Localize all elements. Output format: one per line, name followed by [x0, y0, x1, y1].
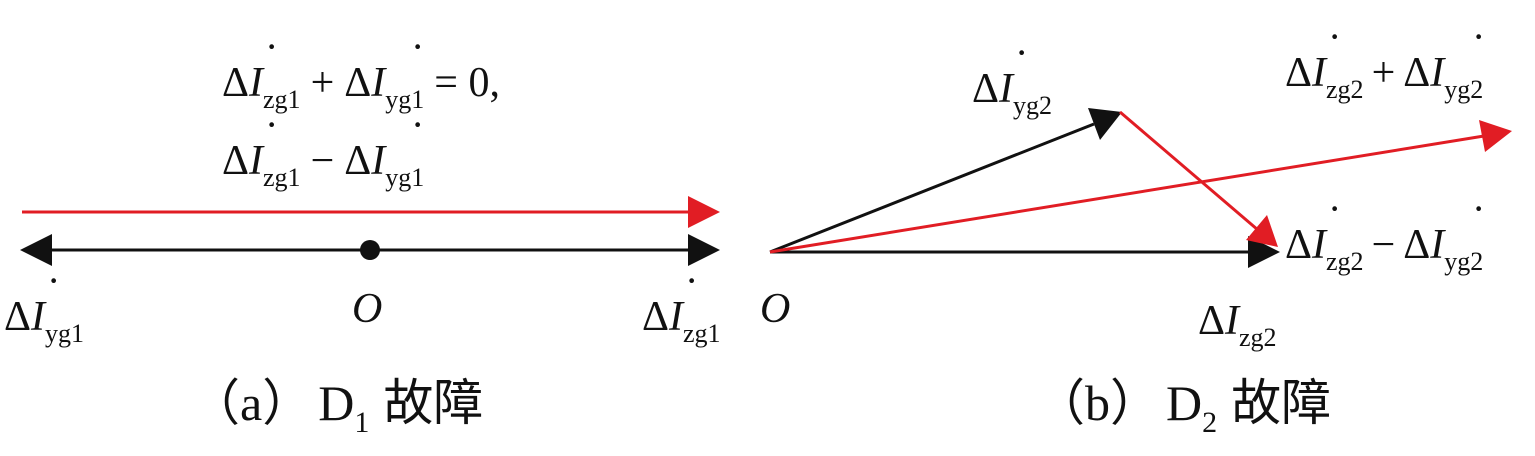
arrowhead-yg2 — [1088, 108, 1122, 140]
right-arrowhead-a — [688, 234, 720, 266]
svg-text:·: · — [1472, 186, 1485, 231]
svg-text:·: · — [1015, 30, 1028, 75]
label-difference-b: ΔIzg2−ΔIyg2 · · — [1285, 186, 1485, 276]
equation-difference: ΔIzg1−ΔIyg1 · · — [222, 102, 424, 192]
svg-text:·: · — [47, 258, 60, 303]
svg-text:ΔIyg1: ΔIyg1 — [4, 294, 84, 348]
vector-yg2 — [769, 122, 1095, 254]
arrowhead-difference-b — [1246, 215, 1278, 247]
svg-text:ΔIzg2−ΔIyg2: ΔIzg2−ΔIyg2 — [1285, 222, 1483, 276]
svg-text:ΔIzg1: ΔIzg1 — [642, 294, 721, 348]
red-arrowhead-a — [688, 196, 720, 228]
vector-difference-b — [1119, 110, 1259, 232]
panel-b: ΔIyg2 · ΔIzg2+ΔIyg2 · · ΔIzg2−ΔIyg2 · · … — [760, 14, 1512, 439]
svg-text:·: · — [685, 258, 698, 303]
label-delta-i-zg2: ΔIzg2 — [1198, 298, 1277, 352]
arrowhead-sum-b — [1479, 120, 1512, 152]
svg-text:·: · — [265, 24, 278, 69]
equation-sum: ΔIzg1+ΔIyg1= 0, · · — [222, 24, 500, 114]
svg-text:ΔIyg2: ΔIyg2 — [972, 66, 1052, 120]
label-delta-i-zg1: ΔIzg1 · — [642, 258, 721, 348]
svg-text:ΔIzg1−ΔIyg1: ΔIzg1−ΔIyg1 — [222, 138, 424, 192]
svg-text:·: · — [411, 24, 424, 69]
svg-text:ΔIzg2: ΔIzg2 — [1198, 298, 1277, 352]
label-delta-i-yg2: ΔIyg2 · — [972, 30, 1052, 120]
svg-text:·: · — [1328, 186, 1341, 231]
origin-dot-a — [360, 240, 380, 260]
vector-sum-b — [769, 134, 1485, 254]
origin-label-a: O — [352, 286, 382, 332]
arrowhead-zg2 — [1248, 236, 1280, 268]
panel-a: ΔIzg1+ΔIyg1= 0, · · ΔIzg1−ΔIyg1 · · ΔIyg… — [4, 24, 721, 439]
svg-text:·: · — [411, 102, 424, 147]
label-sum-b: ΔIzg2+ΔIyg2 · · — [1285, 14, 1485, 104]
left-arrowhead-a — [20, 234, 52, 266]
svg-text:ΔIzg1+ΔIyg1= 0,: ΔIzg1+ΔIyg1= 0, — [222, 60, 500, 114]
svg-text:·: · — [1472, 14, 1485, 59]
origin-label-b: O — [760, 286, 790, 332]
svg-text:·: · — [265, 102, 278, 147]
svg-text:ΔIzg2+ΔIyg2: ΔIzg2+ΔIyg2 — [1285, 50, 1483, 104]
label-delta-i-yg1: ΔIyg1 · — [4, 258, 84, 348]
svg-text:·: · — [1328, 14, 1341, 59]
